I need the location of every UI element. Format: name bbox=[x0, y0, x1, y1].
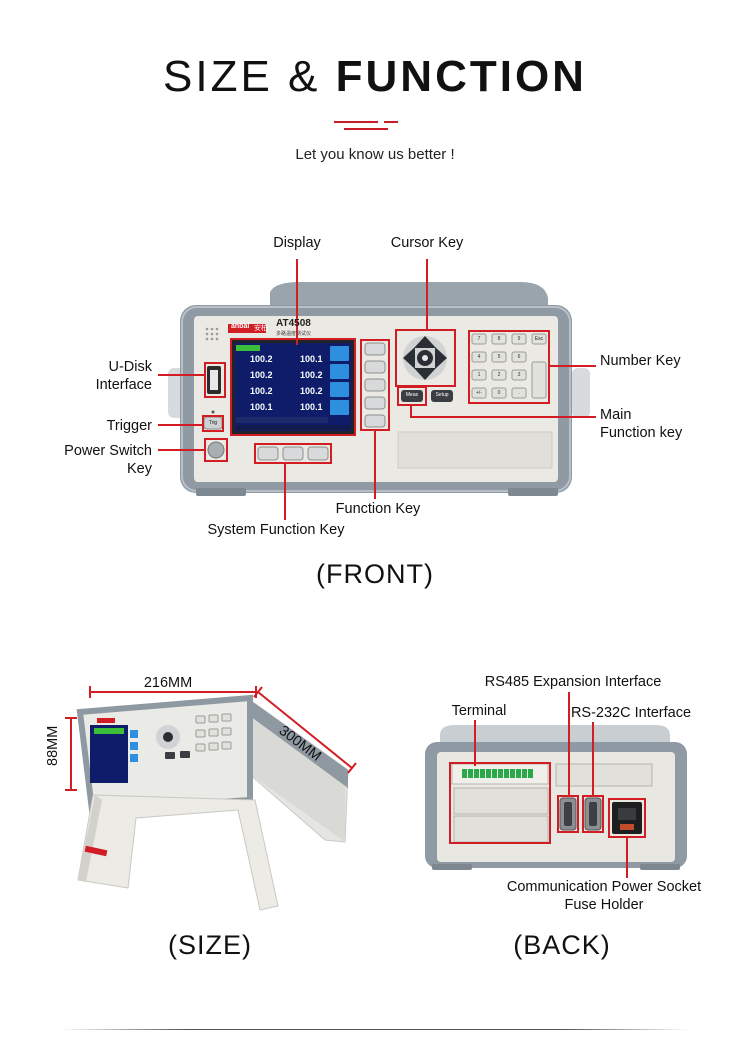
size-device-illustration bbox=[76, 694, 349, 911]
key-7: 7 bbox=[477, 336, 481, 342]
screen-value-5: 100.2 bbox=[250, 386, 273, 396]
back-device-illustration bbox=[425, 725, 687, 870]
label-function-key: Function Key bbox=[335, 501, 421, 517]
key-2: 2 bbox=[497, 372, 501, 378]
screen-value-3: 100.2 bbox=[250, 370, 273, 380]
key-9: 9 bbox=[517, 336, 521, 342]
number-keypad bbox=[471, 333, 547, 399]
label-power-socket-1: Communication Power Socket bbox=[506, 879, 702, 895]
number-leader bbox=[550, 365, 596, 367]
power-highlight bbox=[204, 438, 228, 462]
label-udisk-2: Interface bbox=[95, 377, 152, 393]
trigger-leader bbox=[158, 424, 202, 426]
key-5: 5 bbox=[497, 354, 501, 360]
setup-label: Setup bbox=[435, 392, 449, 398]
label-system-function-key: System Function Key bbox=[207, 522, 345, 538]
rs232-highlight bbox=[582, 795, 604, 833]
label-number-key: Number Key bbox=[600, 353, 681, 369]
setup-button bbox=[431, 390, 453, 402]
trig-label: Trig bbox=[208, 420, 218, 426]
cursor-pad bbox=[403, 336, 447, 380]
device-handle-top bbox=[270, 282, 548, 305]
system-key-highlight bbox=[254, 443, 332, 464]
label-terminal: Terminal bbox=[451, 703, 507, 719]
label-power-switch-2: Key bbox=[127, 461, 152, 477]
label-main-function-1: Main bbox=[600, 407, 632, 423]
terminal-leader bbox=[474, 720, 476, 766]
cursor-leader bbox=[426, 259, 428, 329]
key-plusminus: +/- bbox=[476, 390, 482, 396]
key-1: 1 bbox=[477, 372, 481, 378]
key-0: 0 bbox=[497, 390, 501, 396]
function-key-leader bbox=[374, 431, 376, 499]
label-trigger: Trigger bbox=[106, 418, 152, 434]
label-power-switch-1: Power Switch bbox=[64, 443, 152, 459]
power-socket-leader bbox=[626, 838, 628, 878]
key-dot: . bbox=[518, 390, 520, 396]
label-rs485: RS485 Expansion Interface bbox=[484, 674, 662, 690]
rs485-highlight bbox=[557, 795, 579, 833]
screen-value-8: 100.1 bbox=[300, 402, 323, 412]
screen-value-7: 100.1 bbox=[250, 402, 273, 412]
meas-highlight bbox=[397, 386, 427, 406]
label-height: 88MM bbox=[45, 725, 61, 766]
meas-button bbox=[401, 390, 423, 402]
title-decoration-dash bbox=[384, 121, 398, 123]
power-button bbox=[207, 441, 225, 459]
label-power-socket-2: Fuse Holder bbox=[564, 897, 644, 913]
brand-text: anbai bbox=[231, 323, 250, 330]
cursor-highlight bbox=[395, 329, 456, 387]
system-key-leader bbox=[284, 464, 286, 520]
key-3: 3 bbox=[517, 372, 521, 378]
rs485-leader bbox=[568, 692, 570, 796]
screen-value-6: 100.2 bbox=[300, 386, 323, 396]
key-8: 8 bbox=[497, 336, 501, 342]
page-title: SIZE & FUNCTION bbox=[0, 52, 750, 102]
device-handle-right bbox=[572, 368, 590, 418]
size-dimension-lines bbox=[65, 686, 357, 791]
brand-badge bbox=[228, 324, 266, 333]
bottom-divider bbox=[60, 1029, 690, 1030]
screen-value-2: 100.1 bbox=[300, 354, 323, 364]
screen-value-1: 100.2 bbox=[250, 354, 273, 364]
power-socket-highlight bbox=[608, 798, 646, 838]
trigger-highlight bbox=[202, 415, 224, 432]
label-udisk-1: U-Disk bbox=[108, 359, 153, 375]
function-key-highlight bbox=[360, 339, 390, 431]
label-width: 216MM bbox=[143, 675, 193, 691]
caption-size: (SIZE) bbox=[168, 930, 252, 960]
rs232-leader bbox=[592, 722, 594, 796]
display-highlight bbox=[230, 338, 356, 436]
main-function-leader-v bbox=[410, 406, 412, 418]
main-function-leader-h bbox=[410, 416, 596, 418]
terminal-highlight bbox=[449, 762, 551, 844]
model-text: AT4508 bbox=[276, 318, 311, 329]
speaker-grille bbox=[205, 327, 219, 341]
power-leader bbox=[158, 449, 204, 451]
page-subtitle: Let you know us better ! bbox=[295, 146, 455, 163]
number-highlight bbox=[468, 330, 550, 404]
title-light: SIZE & bbox=[163, 52, 321, 101]
esc-label: Esc bbox=[534, 336, 544, 342]
udisk-leader bbox=[158, 374, 204, 376]
label-main-function-2: Function key bbox=[600, 425, 683, 441]
caption-back: (BACK) bbox=[513, 930, 611, 960]
title-decoration-line-2 bbox=[344, 128, 388, 130]
label-display: Display bbox=[273, 235, 321, 251]
title-bold: FUNCTION bbox=[335, 52, 587, 101]
udisk-highlight bbox=[204, 362, 226, 398]
model-subtitle: 多路温度测试仪 bbox=[276, 331, 312, 337]
meas-label: Meas bbox=[405, 392, 419, 398]
label-cursor-key: Cursor Key bbox=[390, 235, 464, 251]
label-rs232: RS-232C Interface bbox=[570, 705, 692, 721]
display-leader bbox=[296, 259, 298, 345]
key-4: 4 bbox=[477, 354, 481, 360]
brand-text-cn: 安柏 bbox=[254, 324, 268, 332]
title-decoration-line bbox=[334, 121, 378, 123]
caption-front: (FRONT) bbox=[316, 559, 434, 589]
screen-value-4: 100.2 bbox=[300, 370, 323, 380]
key-6: 6 bbox=[517, 354, 521, 360]
